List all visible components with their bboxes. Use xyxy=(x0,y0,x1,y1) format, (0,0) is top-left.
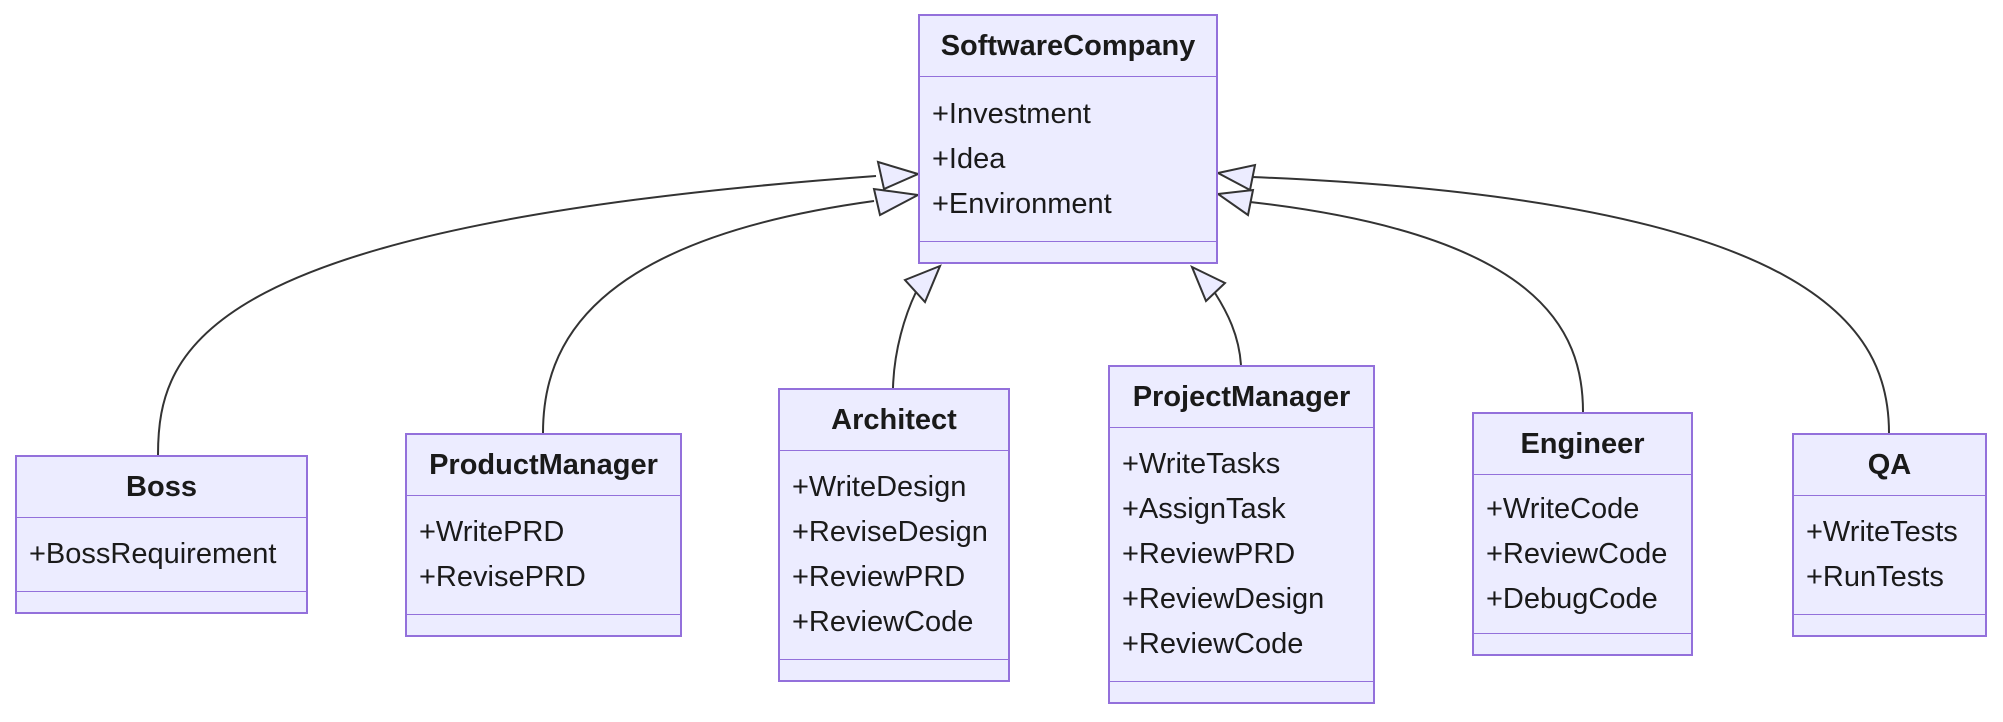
class-node-engineer: Engineer +WriteCode +ReviewCode +DebugCo… xyxy=(1472,412,1693,656)
class-name-label: Engineer xyxy=(1474,414,1691,475)
class-node-architect: Architect +WriteDesign +ReviseDesign +Re… xyxy=(778,388,1010,682)
class-name-label: ProjectManager xyxy=(1110,367,1373,428)
class-name-label: SoftwareCompany xyxy=(920,16,1216,77)
class-node-softwarecompany: SoftwareCompany +Investment +Idea +Envir… xyxy=(918,14,1218,264)
class-attribute-label: +WriteDesign xyxy=(792,471,967,503)
inheritance-edge-qa xyxy=(1251,176,1890,434)
class-name-label: ProductManager xyxy=(407,435,680,496)
class-methods-section xyxy=(920,242,1216,262)
class-attribute-label: +ReviewCode xyxy=(792,606,974,638)
class-attributes-section: +WriteDesign +ReviseDesign +ReviewPRD +R… xyxy=(780,451,1008,660)
class-name-label: Architect xyxy=(780,390,1008,451)
class-node-qa: QA +WriteTests +RunTests xyxy=(1792,433,1987,637)
inheritance-arrowhead-productmanager xyxy=(872,187,922,217)
class-methods-section xyxy=(407,615,680,635)
class-attribute-label: +WritePRD xyxy=(419,516,565,548)
class-name-label: QA xyxy=(1794,435,1985,496)
class-node-boss: Boss +BossRequirement xyxy=(15,455,308,614)
class-attributes-section: +WriteTasks +AssignTask +ReviewPRD +Revi… xyxy=(1110,428,1373,682)
inheritance-arrowhead-projectmanager xyxy=(1190,264,1227,303)
inheritance-edge-projectmanager xyxy=(1214,292,1242,366)
class-attribute-label: +RunTests xyxy=(1806,561,1944,593)
class-attribute-label: +AssignTask xyxy=(1122,493,1286,525)
class-methods-section xyxy=(1794,615,1985,635)
class-attribute-label: +WriteCode xyxy=(1486,492,1640,525)
inheritance-arrowhead-architect xyxy=(903,264,942,304)
class-attributes-section: +WritePRD +RevisePRD xyxy=(407,496,680,615)
class-node-projectmanager: ProjectManager +WriteTasks +AssignTask +… xyxy=(1108,365,1375,704)
class-attribute-label: +Investment xyxy=(932,97,1091,130)
inheritance-arrowhead-boss xyxy=(876,160,921,191)
inheritance-edge-engineer xyxy=(1249,201,1584,413)
class-attributes-section: +Investment +Idea +Environment xyxy=(920,77,1216,242)
class-attributes-section: +WriteTests +RunTests xyxy=(1794,496,1985,615)
inheritance-edge-productmanager xyxy=(542,200,875,434)
class-attribute-label: +WriteTasks xyxy=(1122,448,1281,480)
class-attribute-label: +Environment xyxy=(932,187,1112,220)
class-attribute-label: +Idea xyxy=(932,142,1006,175)
class-attribute-label: +RevisePRD xyxy=(419,561,586,593)
class-methods-section xyxy=(1110,682,1373,702)
class-attribute-label: +ReviewPRD xyxy=(1122,538,1296,570)
class-methods-section xyxy=(780,660,1008,680)
class-name-label: Boss xyxy=(17,457,306,518)
class-attribute-label: +WriteTests xyxy=(1806,516,1958,548)
class-attribute-label: +BossRequirement xyxy=(29,538,277,570)
class-attributes-section: +WriteCode +ReviewCode +DebugCode xyxy=(1474,475,1691,634)
class-attributes-section: +BossRequirement xyxy=(17,518,306,592)
class-attribute-label: +ReviewDesign xyxy=(1122,583,1325,615)
class-attribute-label: +ReviewCode xyxy=(1486,537,1668,570)
inheritance-edge-boss xyxy=(157,175,877,456)
class-attribute-label: +ReviewPRD xyxy=(792,561,966,593)
inheritance-arrowhead-qa xyxy=(1215,163,1257,192)
class-node-productmanager: ProductManager +WritePRD +RevisePRD xyxy=(405,433,682,637)
class-methods-section xyxy=(17,592,306,612)
inheritance-arrowhead-engineer xyxy=(1215,188,1255,217)
class-attribute-label: +ReviewCode xyxy=(1122,628,1304,660)
class-attribute-label: +DebugCode xyxy=(1486,582,1658,615)
class-methods-section xyxy=(1474,634,1691,654)
class-attribute-label: +ReviseDesign xyxy=(792,516,988,548)
inheritance-edge-architect xyxy=(892,291,917,389)
